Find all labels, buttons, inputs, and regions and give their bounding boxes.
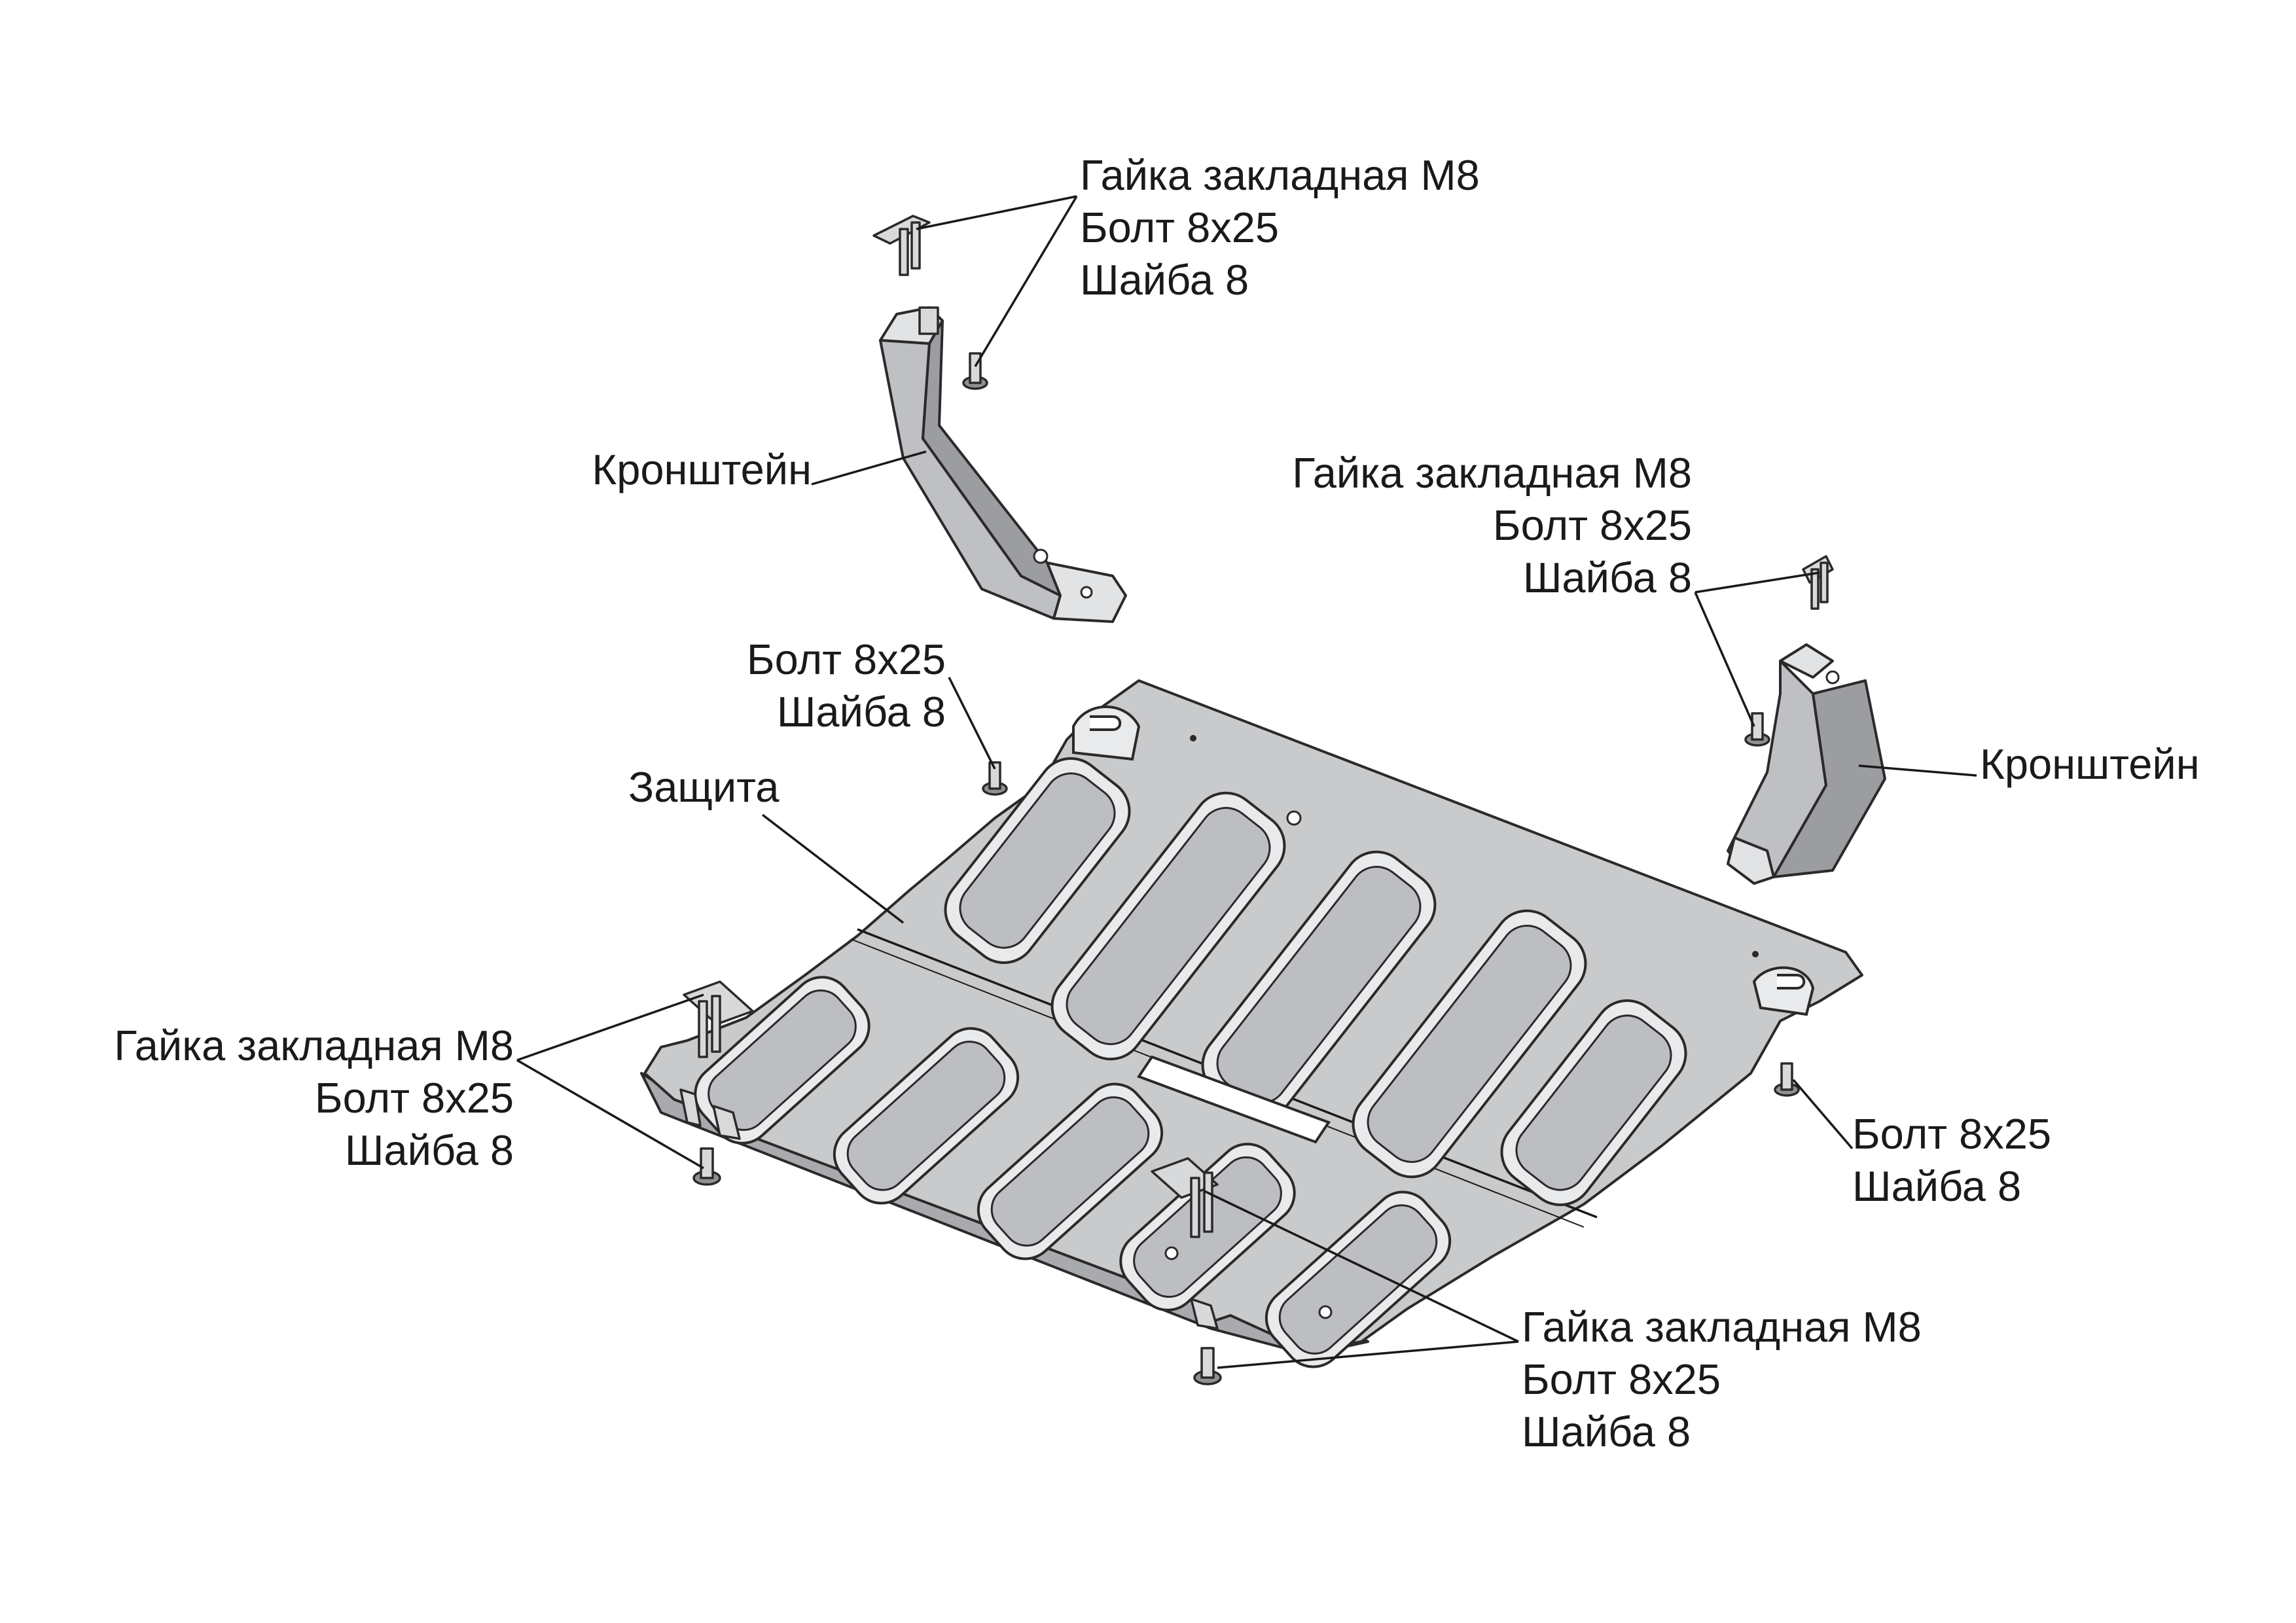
- label-left-lower: Гайка закладная М8 Болт 8х25 Шайба 8: [114, 1022, 514, 1174]
- lower-window-5: [1265, 1190, 1452, 1368]
- label-bolt-right-upper: Болт 8х25: [1493, 501, 1692, 549]
- embedded-nut-right-upper: [1802, 555, 1834, 610]
- label-guard: Защита: [628, 763, 780, 811]
- label-right-bolt: Болт 8х25 Шайба 8: [1852, 1110, 2051, 1210]
- embedded-nut-left-lower: [683, 980, 754, 1058]
- right-bracket: [1727, 643, 1886, 885]
- label-bolt-right-lower: Болт 8х25: [1852, 1110, 2051, 1158]
- label-right-upper: Гайка закладная М8 Болт 8х25 Шайба 8: [1292, 449, 1692, 601]
- leader-lines: [516, 195, 1977, 1369]
- left-bracket: [879, 306, 1127, 623]
- label-bolt-bottom: Болт 8х25: [1522, 1355, 1721, 1403]
- upper-window-2: [1050, 791, 1286, 1061]
- bolt-right-lower: [1774, 1062, 1800, 1097]
- label-washer-left-rear: Шайба 8: [777, 688, 946, 736]
- label-washer-right-lower: Шайба 8: [1852, 1162, 2021, 1210]
- label-nut-left-lower: Гайка закладная М8: [114, 1022, 514, 1069]
- label-bolt-left-rear: Болт 8х25: [747, 635, 946, 683]
- label-left-bolt: Болт 8х25 Шайба 8: [747, 635, 946, 736]
- bolt-bottom: [1193, 1347, 1222, 1385]
- embedded-nut-top: [872, 215, 931, 276]
- lower-window-2: [833, 1027, 1020, 1205]
- label-nut-bottom: Гайка закладная М8: [1522, 1303, 1922, 1351]
- label-bracket-right: Кронштейн: [1980, 740, 2200, 788]
- upper-window-1: [944, 757, 1131, 965]
- label-bolt-top: Болт 8х25: [1080, 204, 1279, 251]
- bolt-right-upper: [1744, 712, 1770, 747]
- label-washer-right-upper: Шайба 8: [1523, 554, 1692, 601]
- upper-window-4: [1352, 909, 1587, 1179]
- lower-window-3: [977, 1082, 1164, 1260]
- label-washer-left-lower: Шайба 8: [345, 1126, 514, 1174]
- label-top-center: Гайка закладная М8 Болт 8х25 Шайба 8: [1080, 151, 1480, 304]
- skid-plate: [640, 679, 1863, 1368]
- upper-window-3: [1201, 850, 1437, 1120]
- label-nut-right-upper: Гайка закладная М8: [1292, 449, 1692, 497]
- center-slot: [1136, 1055, 1331, 1144]
- label-bottom-center: Гайка закладная М8 Болт 8х25 Шайба 8: [1522, 1303, 1922, 1455]
- label-bracket-left: Кронштейн: [592, 446, 812, 493]
- label-nut-top: Гайка закладная М8: [1080, 151, 1480, 199]
- label-washer-bottom: Шайба 8: [1522, 1408, 1691, 1455]
- bolt-left-rear: [982, 761, 1008, 796]
- upper-window-5: [1500, 999, 1687, 1207]
- rear-left-mount-tab: [1072, 705, 1141, 761]
- embedded-nut-bottom: [1151, 1157, 1219, 1238]
- bolt-left-lower: [692, 1147, 721, 1186]
- label-bolt-left-lower: Болт 8х25: [315, 1074, 514, 1122]
- bolt-top: [962, 352, 988, 390]
- label-washer-top: Шайба 8: [1080, 256, 1249, 304]
